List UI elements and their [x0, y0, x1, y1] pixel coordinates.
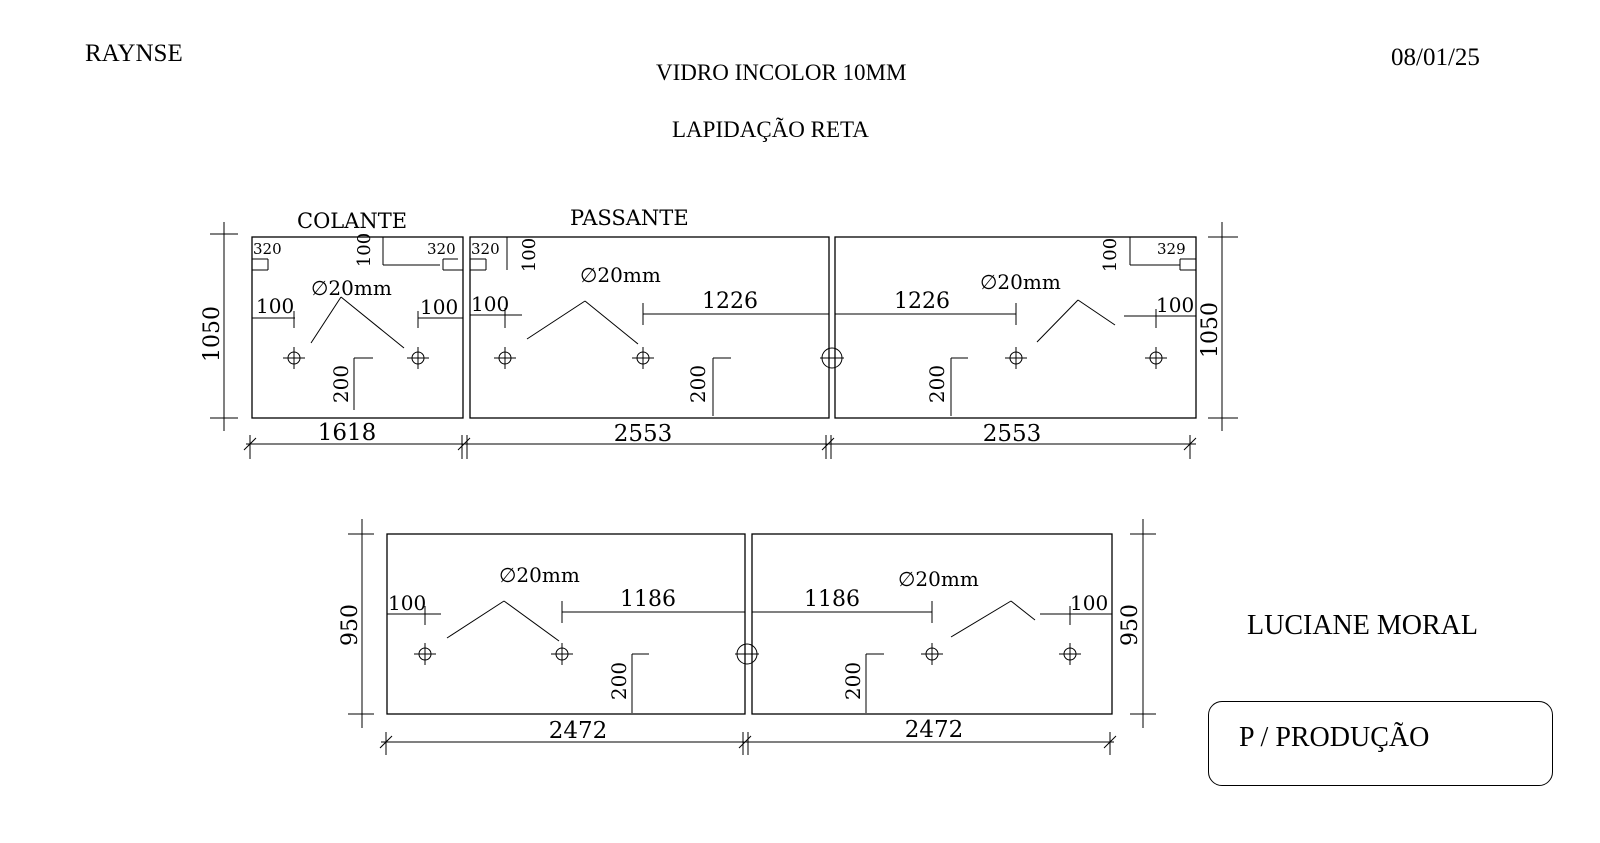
- edge-label-p1-right: 100: [420, 295, 458, 319]
- bottom-panel1-details: ∅20mm 100 1186 200: [387, 563, 745, 713]
- drill-hole-marker: [283, 347, 305, 369]
- production-stamp-label: P / PRODUÇÃO: [1239, 722, 1430, 753]
- drawing-date: 08/01/25: [1391, 44, 1480, 71]
- drill-hole-marker: [632, 347, 654, 369]
- drill-hole-marker: [1005, 347, 1027, 369]
- vertical-label-p1: 200: [329, 365, 353, 403]
- edge-label-p3: 100: [1156, 293, 1194, 317]
- panel3-details: 329 100 ∅20mm 1226 100 200: [835, 237, 1196, 416]
- spacing-label-bottom-p2: 1186: [804, 587, 860, 612]
- drill-hole-marker: [1145, 347, 1167, 369]
- connector-marker: [820, 347, 844, 369]
- spacing-label-p2: 1226: [702, 289, 758, 314]
- drill-hole-marker: [407, 347, 429, 369]
- width-dimension-chain-top: 1618 2553 2553: [243, 420, 1197, 459]
- spacing-label-bottom-p1: 1186: [620, 587, 676, 612]
- height-label-bottom-left: 950: [338, 604, 363, 646]
- edge-label-bottom-p2: 100: [1070, 591, 1108, 615]
- finish-title: LAPIDAÇÃO RETA: [672, 117, 869, 142]
- material-title: VIDRO INCOLOR 10MM: [656, 60, 907, 85]
- offset-label-p2: 100: [519, 238, 540, 272]
- width-label-panel3: 2553: [983, 421, 1042, 447]
- hole-label-p3: ∅20mm: [980, 270, 1061, 294]
- spacing-label-p3: 1226: [894, 289, 950, 314]
- panel-passante-left: [469, 236, 830, 419]
- height-dimension-right: 1050: [1198, 222, 1238, 431]
- height-label-bottom-right: 950: [1118, 604, 1143, 646]
- vertical-label-bottom-p1: 200: [607, 662, 631, 700]
- bottom-row: 950 950 2472 2472 ∅20mm: [338, 519, 1156, 755]
- vertical-label-bottom-p2: 200: [841, 662, 865, 700]
- drill-hole-marker: [1059, 643, 1081, 665]
- panel-bottom-left: [386, 533, 746, 715]
- height-label-left: 1050: [200, 306, 225, 362]
- corner-label-p1-left: 320: [253, 240, 282, 258]
- corner-label-p2-left: 320: [471, 240, 500, 258]
- drill-hole-marker: [414, 643, 436, 665]
- drill-hole-marker: [494, 347, 516, 369]
- signature-name: LUCIANE MORAL: [1247, 610, 1478, 641]
- label-colante: COLANTE: [297, 209, 407, 233]
- panel2-details: 320 100 ∅20mm 100 1226 200: [470, 237, 829, 416]
- height-dimension-bottom-right: 950: [1118, 519, 1156, 728]
- drill-hole-marker: [921, 643, 943, 665]
- height-dimension-bottom-left: 950: [338, 519, 374, 728]
- width-label-panel2: 2553: [614, 421, 673, 447]
- height-dimension-left: 1050: [200, 222, 238, 431]
- bottom-panel2-details: ∅20mm 1186 100 200: [752, 567, 1112, 713]
- drill-hole-marker: [551, 643, 573, 665]
- hole-label-p1: ∅20mm: [311, 276, 392, 300]
- hole-label-bottom-p1: ∅20mm: [499, 563, 580, 587]
- offset-label-p1: 100: [354, 233, 375, 267]
- width-label-bottom-left: 2472: [549, 718, 608, 744]
- corner-label-p3-right: 329: [1157, 240, 1186, 258]
- connector-marker-bottom: [735, 643, 759, 665]
- edge-label-p2: 100: [471, 292, 509, 316]
- width-label-panel1: 1618: [318, 420, 377, 446]
- corner-label-p1-right: 320: [427, 240, 456, 258]
- panel1-details: 320 320 100 ∅20mm 100 100 200: [252, 233, 463, 410]
- client-name: RAYNSE: [85, 40, 183, 67]
- panel-passante-right: [834, 236, 1197, 419]
- offset-label-p3: 100: [1100, 238, 1121, 272]
- top-row: COLANTE PASSANTE 1050 1050: [200, 206, 1238, 459]
- vertical-label-p3: 200: [925, 365, 949, 403]
- edge-label-bottom-p1: 100: [388, 591, 426, 615]
- hole-label-p2: ∅20mm: [580, 263, 661, 287]
- width-dimension-chain-bottom: 2472 2472: [379, 717, 1117, 755]
- vertical-label-p2: 200: [686, 365, 710, 403]
- label-passante: PASSANTE: [570, 206, 689, 230]
- height-label-right: 1050: [1198, 302, 1223, 358]
- panel-colante: [251, 236, 464, 419]
- hole-label-bottom-p2: ∅20mm: [898, 567, 979, 591]
- panel-bottom-right: [751, 533, 1113, 715]
- production-stamp: P / PRODUÇÃO: [1208, 701, 1553, 786]
- width-label-bottom-right: 2472: [905, 717, 964, 743]
- edge-label-p1-left: 100: [256, 294, 294, 318]
